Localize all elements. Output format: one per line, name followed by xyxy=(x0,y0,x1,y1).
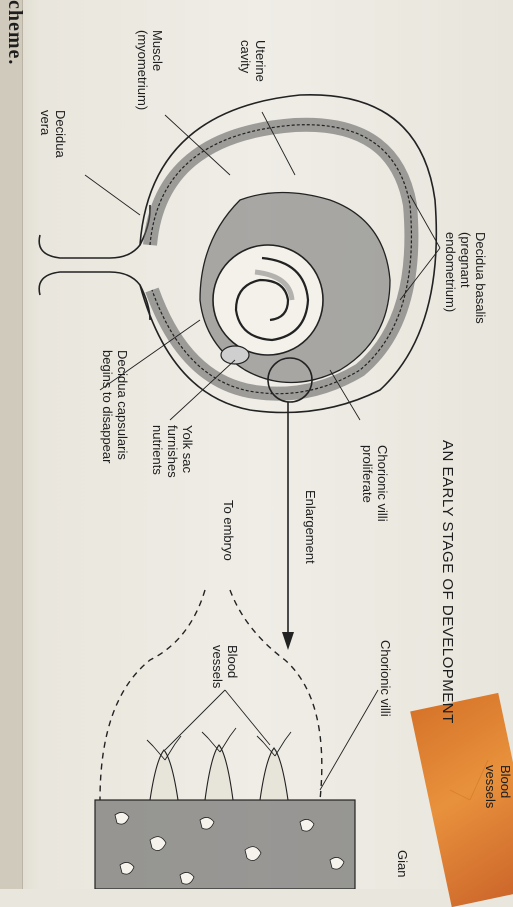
uterus-outer-wall-lower xyxy=(39,272,150,320)
diagram-title: AN EARLY STAGE OF DEVELOPMENT xyxy=(440,440,455,724)
tissue-block xyxy=(95,800,355,889)
label-muscle: Muscle(myometrium) xyxy=(135,30,165,110)
label-giant-partial: Gian xyxy=(395,850,410,877)
label-to-embryo: To embryo xyxy=(221,500,236,561)
corner-text: cheme. xyxy=(7,0,22,65)
label-chorionic-villi: Chorionic villi xyxy=(378,640,393,717)
yolk-sac xyxy=(221,346,249,364)
chorionic-sac xyxy=(213,245,323,355)
label-enlargement: Enlargement xyxy=(303,490,318,564)
uterus-outer-wall xyxy=(39,205,150,258)
